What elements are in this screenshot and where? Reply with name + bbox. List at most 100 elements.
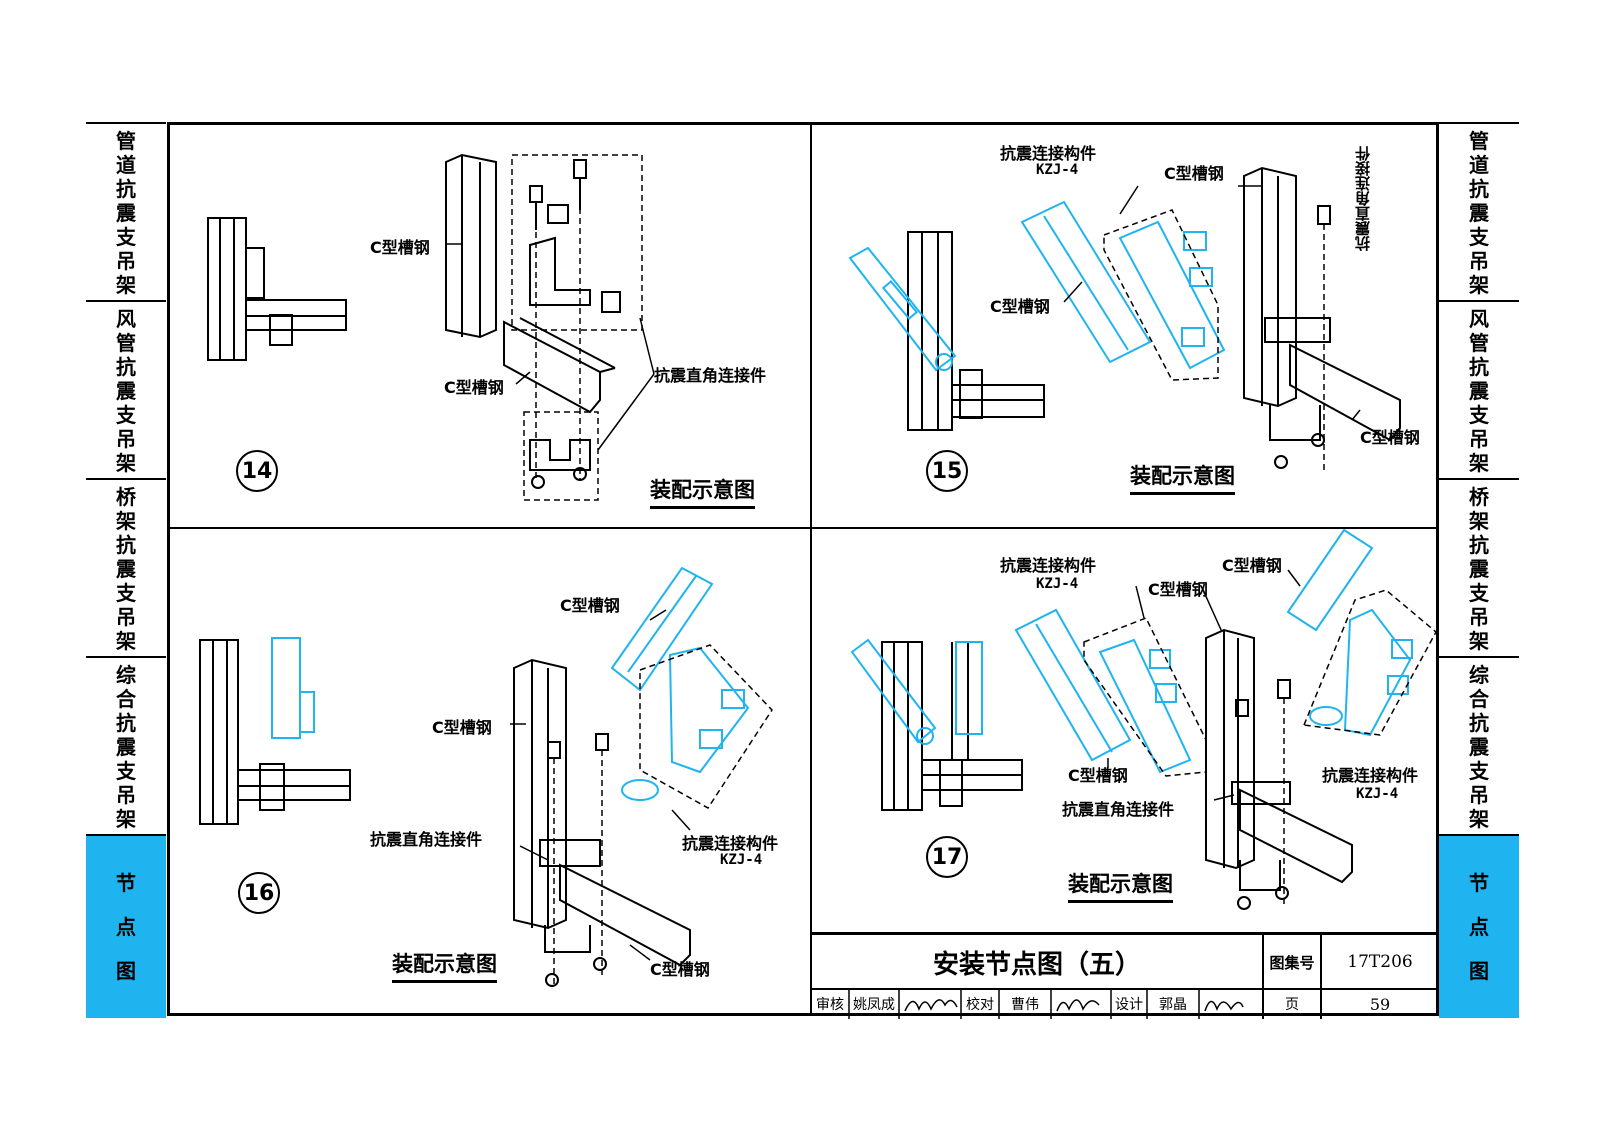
- side-tab-char: 合: [116, 687, 136, 711]
- side-tab-char: 震: [1469, 379, 1489, 403]
- p16-channel-top-label: C型槽钢: [560, 596, 620, 615]
- side-tab-char: 点: [1469, 915, 1489, 939]
- panel-15-drawing: [907, 166, 1401, 469]
- panel-14-dashed: [511, 154, 643, 501]
- p17-connector-label: 抗震直角连接件: [1062, 800, 1175, 819]
- side-tab-char: 点: [116, 915, 136, 939]
- design-label: 设计: [1115, 997, 1143, 1013]
- p17-channel-a-label: C型槽钢: [1222, 556, 1282, 575]
- side-tab-char: 抗: [1469, 177, 1489, 201]
- side-tab-char: 震: [1469, 201, 1489, 225]
- p15-kzj-code: KZJ-4: [1036, 162, 1079, 178]
- side-tab-char: 震: [116, 735, 136, 759]
- side-tab-4: 节点图: [86, 834, 166, 1018]
- p17-kzj-code-left: KZJ-4: [1036, 576, 1079, 592]
- side-tab-char: 支: [1469, 225, 1489, 249]
- side-tab-char: 合: [1469, 687, 1489, 711]
- p16-connector-label: 抗震直角连接件: [370, 830, 483, 849]
- side-tab-char: 综: [1469, 663, 1489, 687]
- p17-number: 17: [926, 836, 968, 878]
- designer-name: 郭晶: [1159, 997, 1187, 1013]
- side-tab-char: 吊: [116, 427, 136, 451]
- p15-caption: 装配示意图: [1130, 460, 1235, 495]
- side-tab-char: 架: [1469, 807, 1489, 831]
- p16-kzj-label: 抗震连接构件: [682, 834, 779, 853]
- p16-caption: 装配示意图: [392, 948, 497, 983]
- atlas-label: 图集号: [1269, 953, 1315, 972]
- side-tab-char: 管: [1469, 331, 1489, 355]
- side-tab-2: 桥架抗震支吊架: [1439, 478, 1519, 658]
- side-tab-char: 支: [1469, 581, 1489, 605]
- drawing-frame: [167, 122, 1439, 1016]
- side-tab-char: 支: [116, 403, 136, 427]
- side-tab-char: 抗: [116, 177, 136, 201]
- p15-channel-a-label: C型槽钢: [1164, 164, 1224, 183]
- side-tab-char: 桥: [1469, 485, 1489, 509]
- p15-vertical-connector-label: 抗震直角连接件: [1354, 146, 1372, 251]
- side-tab-4: 节点图: [1439, 834, 1519, 1018]
- p17-kzj-label-left: 抗震连接构件: [1000, 556, 1097, 575]
- p17-channel-c-label: C型槽钢: [1068, 766, 1128, 785]
- review-label: 审核: [816, 997, 844, 1013]
- side-tab-char: 架: [1469, 273, 1489, 297]
- side-tab-char: 管: [1469, 129, 1489, 153]
- side-tab-char: 抗: [1469, 355, 1489, 379]
- p15-channel-c-label: C型槽钢: [1360, 428, 1420, 447]
- side-tab-char: 架: [116, 629, 136, 653]
- side-tab-char: 吊: [1469, 605, 1489, 629]
- panel-16-drawing: [199, 639, 691, 987]
- side-tab-char: 支: [116, 225, 136, 249]
- side-tab-char: 架: [116, 451, 136, 475]
- side-tab-char: 节: [1469, 871, 1489, 895]
- p16-channel-bottom-label: C型槽钢: [650, 960, 710, 979]
- p15-number: 15: [926, 450, 968, 492]
- side-tab-char: 架: [1469, 509, 1489, 533]
- panel-17-cyan: [850, 528, 1413, 774]
- side-tab-char: 架: [1469, 451, 1489, 475]
- side-tab-char: 支: [1469, 403, 1489, 427]
- side-tab-char: 震: [1469, 557, 1489, 581]
- side-tab-char: 管: [116, 331, 136, 355]
- side-tab-char: 吊: [116, 605, 136, 629]
- panel-15-cyan: [848, 200, 1226, 372]
- side-tab-3: 综合抗震支吊架: [86, 656, 166, 836]
- side-tab-char: 风: [1469, 307, 1489, 331]
- side-tab-char: 抗: [1469, 533, 1489, 557]
- side-tab-char: 架: [1469, 629, 1489, 653]
- side-tab-char: 架: [116, 273, 136, 297]
- side-tab-1: 风管抗震支吊架: [86, 300, 166, 480]
- page-number: 59: [1369, 994, 1391, 1014]
- p17-caption: 装配示意图: [1068, 868, 1173, 903]
- side-tab-char: 震: [116, 201, 136, 225]
- p16-number: 16: [238, 872, 280, 914]
- side-tab-char: 震: [1469, 735, 1489, 759]
- p14-channel-bottom-label: C型槽钢: [444, 378, 504, 397]
- page-label: 页: [1285, 997, 1299, 1013]
- p15-kzj-label: 抗震连接构件: [1000, 144, 1097, 163]
- reviewer-name: 姚凤成: [853, 997, 895, 1013]
- side-tab-0: 管道抗震支吊架: [86, 122, 166, 302]
- side-tab-char: 吊: [1469, 427, 1489, 451]
- panel-17-drawing: [881, 628, 1353, 910]
- side-tab-char: 桥: [116, 485, 136, 509]
- p17-kzj-code-right: KZJ-4: [1356, 786, 1399, 802]
- side-tab-char: 节: [116, 871, 136, 895]
- check-label: 校对: [966, 997, 994, 1013]
- p14-number: 14: [236, 450, 278, 492]
- p17-channel-b-label: C型槽钢: [1148, 580, 1208, 599]
- side-tab-char: 吊: [116, 249, 136, 273]
- side-tab-char: 风: [116, 307, 136, 331]
- side-tab-char: 吊: [1469, 783, 1489, 807]
- side-tab-char: 支: [116, 581, 136, 605]
- side-tab-char: 支: [1469, 759, 1489, 783]
- side-tab-char: 支: [116, 759, 136, 783]
- side-tab-0: 管道抗震支吊架: [1439, 122, 1519, 302]
- side-tab-char: 图: [116, 959, 136, 983]
- p14-caption: 装配示意图: [650, 474, 755, 509]
- panel-16-cyan: [271, 566, 750, 801]
- side-tab-char: 图: [1469, 959, 1489, 983]
- side-tab-char: 吊: [116, 783, 136, 807]
- side-tab-char: 道: [1469, 153, 1489, 177]
- side-tab-char: 抗: [116, 711, 136, 735]
